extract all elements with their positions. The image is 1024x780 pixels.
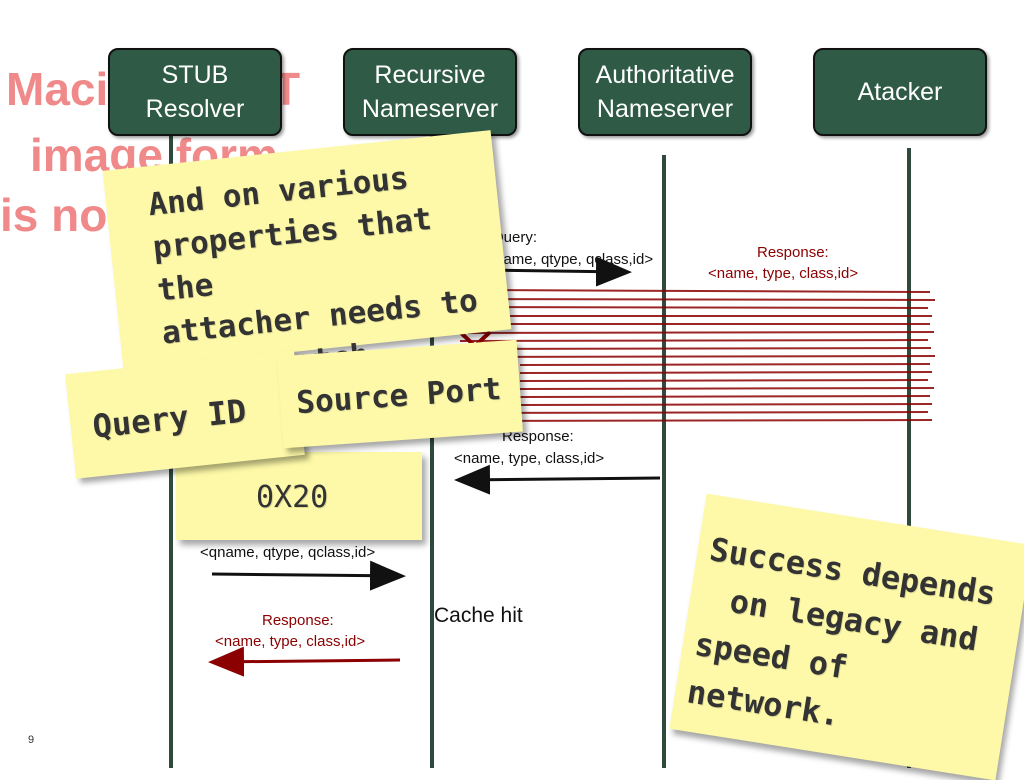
- auth-response-body: <name, type, class,id>: [454, 450, 605, 467]
- actor-stub-resolver: STUB Resolver: [108, 48, 282, 136]
- arrow-left-icon: [454, 464, 661, 495]
- stub-response-title: Response:: [262, 612, 334, 629]
- note-source-port-text: Source Port: [295, 370, 503, 422]
- lifeline-recursive: [430, 135, 434, 768]
- watermark-line-3: is not: [0, 189, 123, 241]
- lifeline-attacker: [907, 148, 911, 768]
- arrow-right-icon: [211, 560, 406, 591]
- actor-attacker: Atacker: [813, 48, 987, 136]
- auth-response-title: Response:: [502, 428, 574, 445]
- arrow-left-icon: [208, 646, 401, 677]
- note-success: Success depends on legacy and speed of n…: [669, 493, 1024, 780]
- attack-flood-lines: [459, 289, 936, 422]
- note-0x20-text: 0X20: [256, 480, 329, 515]
- note-various-properties: And on various properties that the attac…: [102, 130, 512, 383]
- cache-hit-label: Cache hit: [434, 604, 523, 627]
- attacker-response-body: <name, type, class,id>: [708, 265, 859, 282]
- lifeline-authoritative: [662, 155, 666, 768]
- actor-recursive-nameserver: Recursive Nameserver: [343, 48, 517, 136]
- note-0x20: 0X20: [176, 452, 422, 540]
- stub-query-body: <qname, qtype, qclass,id>: [200, 544, 376, 561]
- stub-response-body: <name, type, class,id>: [215, 633, 366, 650]
- actor-authoritative-nameserver: Authoritative Nameserver: [578, 48, 752, 136]
- page-number: 9: [28, 734, 35, 746]
- query-auth-title: Query:: [492, 229, 538, 246]
- note-query-id-text: Query ID: [90, 391, 249, 446]
- note-source-port: Source Port: [277, 339, 523, 449]
- attacker-response-title: Response:: [757, 244, 829, 261]
- query-auth-body: <qname, qtype, qclass,id>: [478, 251, 654, 268]
